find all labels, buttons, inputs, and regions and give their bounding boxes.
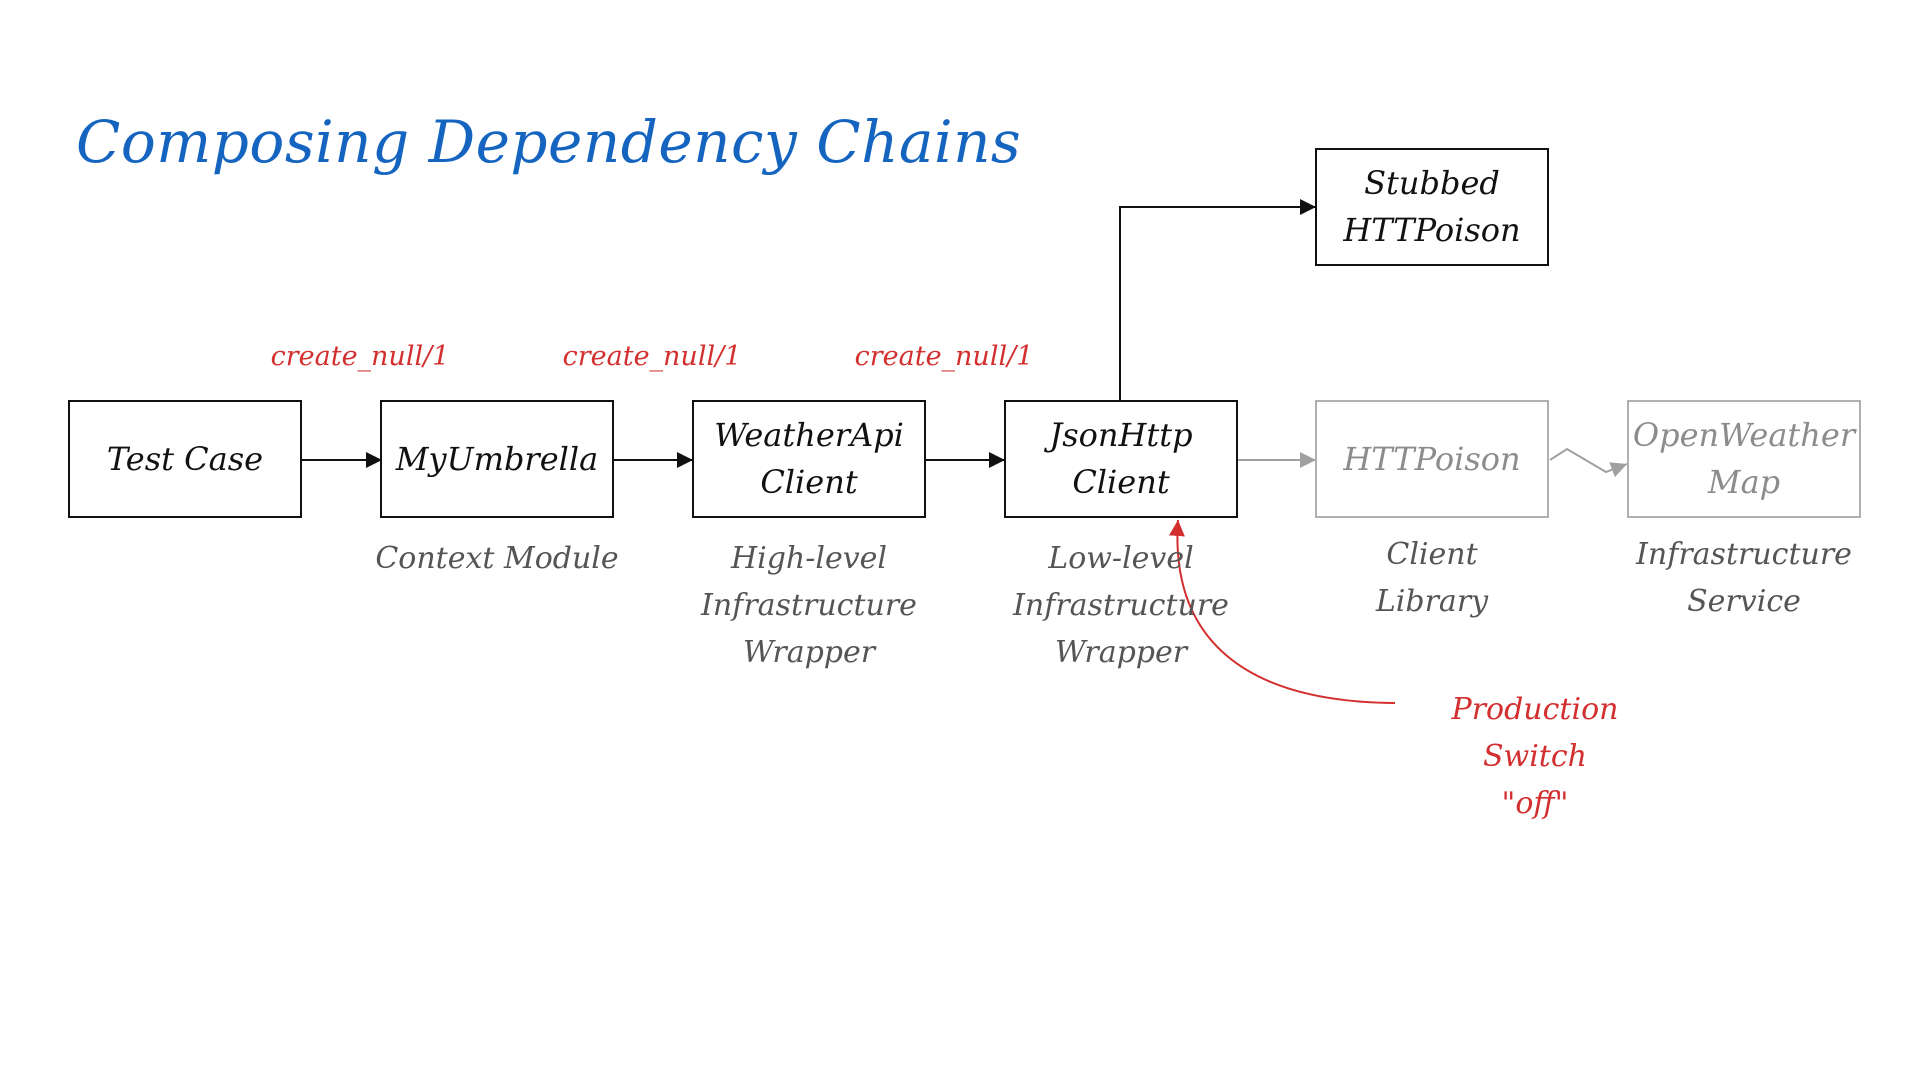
node-httpoison: HTTPoison (1315, 400, 1549, 518)
production-switch-pointer (1168, 519, 1396, 704)
arrow-json-http-client-to-stubbed-httpoison (1119, 199, 1316, 400)
caption-open-weather-map: Infrastructure Service (1636, 537, 1852, 619)
caption-httpoison: Client Library (1375, 537, 1489, 619)
production-switch-label: Production Switch "off" (1451, 692, 1619, 821)
node-test-case: Test Case (68, 400, 302, 518)
caption-my-umbrella: Context Module (375, 541, 619, 576)
node-my-umbrella: MyUmbrella (380, 400, 614, 518)
edge-label-my-umbrella-to-weather-api: create_null/1 (562, 341, 742, 372)
page-title: Composing Dependency Chains (76, 108, 1022, 176)
node-open-weather-map: OpenWeather Map (1627, 400, 1861, 518)
edge-label-test-case-to-my-umbrella: create_null/1 (270, 341, 450, 372)
arrow-httpoison-to-open-weather-map (1549, 447, 1628, 478)
node-weather-api-client: WeatherApi Client (692, 400, 926, 518)
edge-label-weather-api-to-json-http: create_null/1 (854, 341, 1034, 372)
caption-weather-api-client: High-level Infrastructure Wrapper (701, 541, 917, 670)
node-stubbed-httpoison: Stubbed HTTPoison (1315, 148, 1549, 266)
caption-json-http-client: Low-level Infrastructure Wrapper (1013, 541, 1229, 670)
node-json-http-client: JsonHttp Client (1004, 400, 1238, 518)
